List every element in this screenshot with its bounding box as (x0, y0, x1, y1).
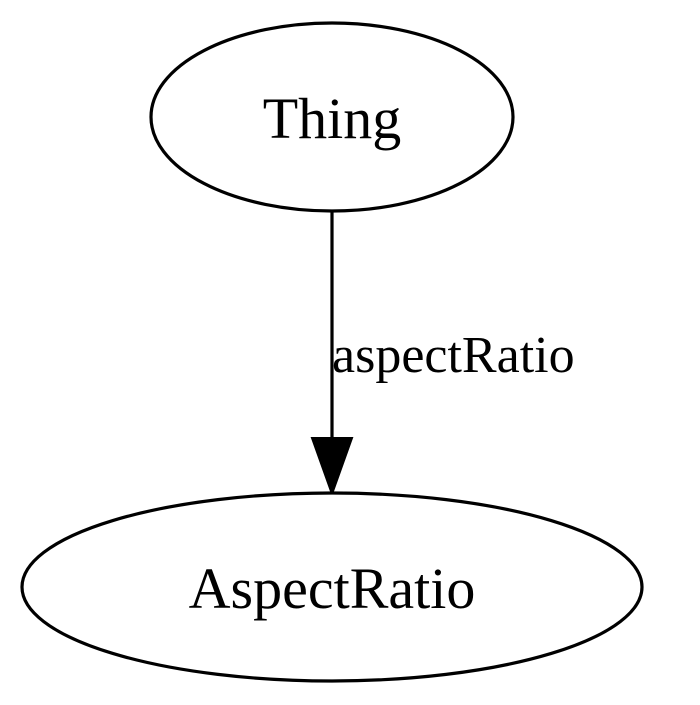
node-thing-label: Thing (263, 86, 402, 151)
node-aspect-ratio-label: AspectRatio (189, 556, 476, 621)
node-aspect-ratio: AspectRatio (20, 491, 644, 683)
edge-arrowhead (310, 437, 354, 497)
node-aspect-ratio-ellipse (20, 491, 644, 683)
edge-thing-aspectratio: aspectRatio (310, 211, 575, 497)
edge-label: aspectRatio (332, 327, 575, 384)
node-thing: Thing (149, 21, 515, 213)
